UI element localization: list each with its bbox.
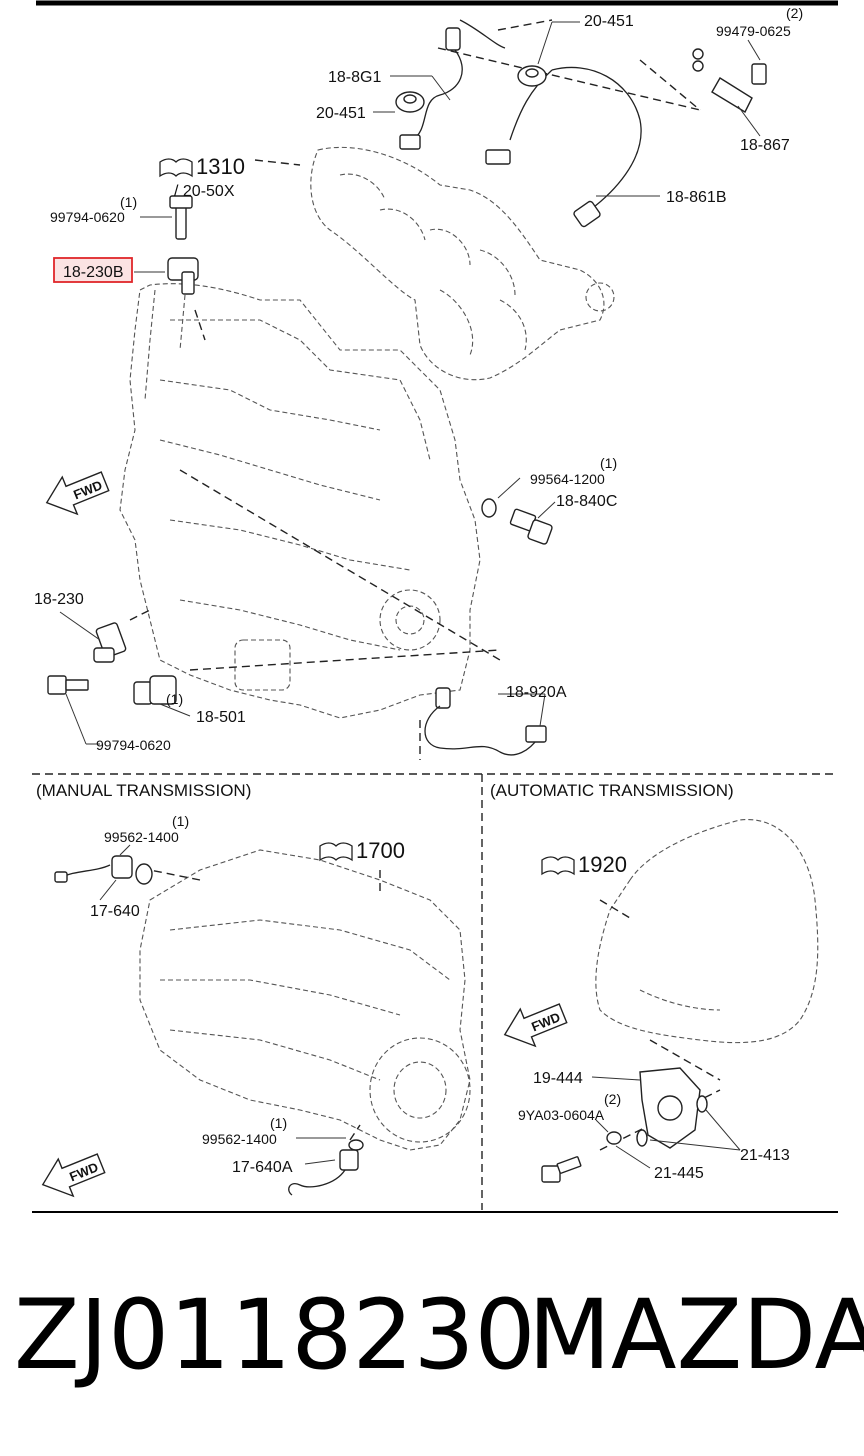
callout-18-920a: 18-920A [506,684,567,701]
reference-1310-sub: / 20-50X [174,183,235,200]
fwd-arrow-icon: FWD [503,1003,568,1048]
callout-99794-top: 99794-0620 [50,209,125,225]
callout-labels: 20-451 (2) 99479-0625 18-8G1 20-451 18-8… [34,5,803,1182]
callout-20-451-top: 20-451 [584,13,634,30]
callout-19-444: 19-444 [533,1070,583,1087]
engine-block-outline [119,283,481,719]
callout-18-8g1: 18-8G1 [328,69,381,86]
callout-99564: 99564-1200 [530,471,605,487]
bracket-18-867 [692,48,767,113]
sensor-18-840c [481,498,553,545]
callout-17-640a: 17-640A [232,1159,293,1176]
section-heading-automatic: (AUTOMATIC TRANSMISSION) [490,781,734,800]
manual-transmission-outline [139,849,471,1151]
callout-18-840c: 18-840C [556,493,617,510]
reference-1310: 1310 / 20-50X [159,154,245,200]
callout-9ya03: 9YA03-0604A [518,1107,605,1123]
callout-21-413: 21-413 [740,1147,790,1164]
callout-99562-top-qty: (1) [172,813,189,829]
reference-book-icon [319,842,353,862]
callout-9ya03-qty: (2) [604,1091,621,1107]
bolt-99794-bottom [47,675,89,695]
fwd-arrow-icon: FWD [41,1153,106,1198]
bolt-9ya03 [541,1156,582,1183]
reference-1310-number: 1310 [196,154,245,179]
cam-sensor-18-230b [167,195,199,295]
callout-18-230b: 18-230B [63,264,124,281]
oxygen-sensor-front [399,19,506,150]
sensor-18-501 [133,675,177,705]
crank-sensor-18-230 [93,622,127,663]
callout-20-451-left: 20-451 [316,105,366,122]
exhaust-manifold-outline [310,146,615,381]
fwd-arrow-icon: FWD [45,471,110,516]
reference-book-icon [159,158,193,178]
callout-99794-bottom: 99794-0620 [96,737,171,753]
callout-18-230: 18-230 [34,591,84,608]
callout-21-445: 21-445 [654,1165,704,1182]
nut-top [517,65,547,87]
part-number-text: ZJ0118230 [14,1279,536,1391]
callout-99479: 99479-0625 [716,23,791,39]
callout-99562-bottom: 99562-1400 [202,1131,277,1147]
callout-17-640: 17-640 [90,903,140,920]
nut-left [395,91,425,113]
callout-99562-bottom-qty: (1) [270,1115,287,1131]
reference-1700-number: 1700 [356,838,405,863]
reference-book-icon [541,856,575,876]
section-heading-manual: (MANUAL TRANSMISSION) [36,781,251,800]
callout-99794-top-qty: (1) [120,194,137,210]
callout-18-501-qty: (1) [166,691,183,707]
callout-18-867: 18-867 [740,137,790,154]
callout-18-501: 18-501 [196,709,246,726]
switch-17-640 [54,855,153,885]
sensor-18-920a [424,687,547,756]
switch-17-640a [288,1139,364,1196]
range-sensor-19-444 [636,1067,708,1149]
callout-99564-qty: (1) [600,455,617,471]
oxygen-sensor-rear [485,66,642,228]
leader-lines [59,21,761,1169]
callout-99562-top: 99562-1400 [104,829,179,845]
reference-1920-number: 1920 [578,852,627,877]
callout-99479-qty: (2) [786,5,803,21]
reference-1920: 1920 [541,852,627,877]
reference-1700: 1700 [319,838,405,863]
washer-21-445 [606,1131,622,1145]
brand-text: MAZDA [528,1279,864,1391]
callout-18-861b: 18-861B [666,189,727,206]
highlight-box-18-230b [53,257,133,283]
